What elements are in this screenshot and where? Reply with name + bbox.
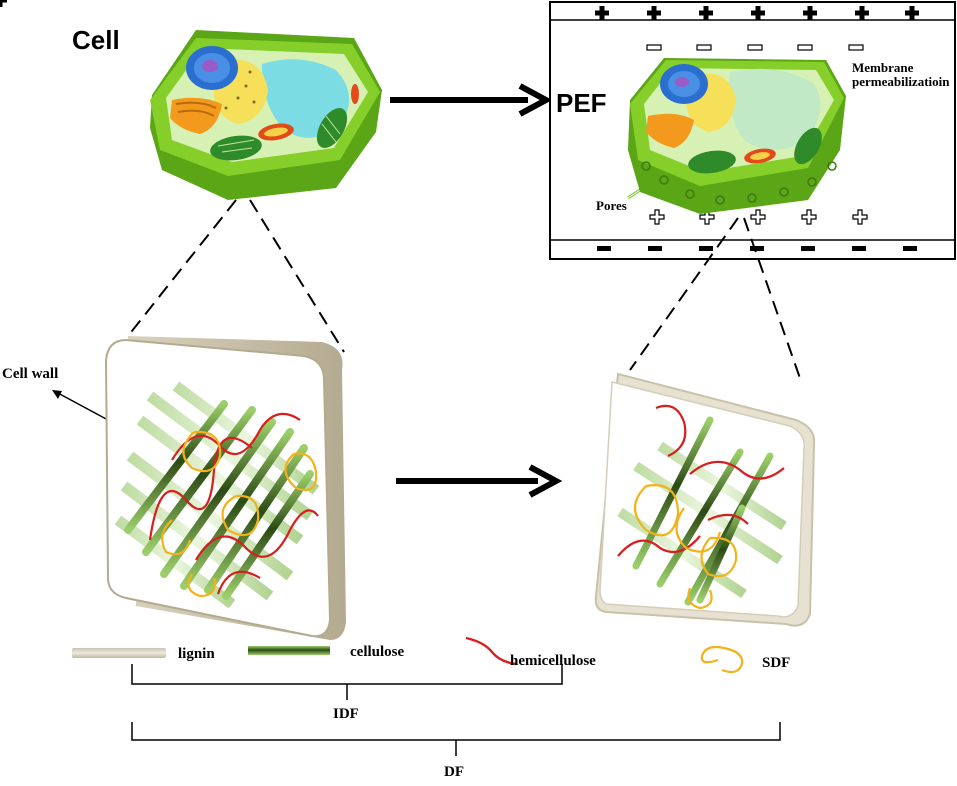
cell-wall-label: Cell wall (2, 366, 58, 382)
legend: lignin cellulose hemicellulose SDF (72, 636, 790, 674)
plant-cell-left (150, 30, 382, 200)
brace-df-label: DF (444, 764, 464, 780)
pores-label: Pores (596, 198, 627, 213)
brace-df (131, 722, 781, 756)
cell-wall-pointer (52, 390, 109, 421)
hemicellulose-disrupted (617, 404, 785, 557)
brace-idf-label: IDF (333, 706, 359, 722)
cell-wall-disrupted (594, 372, 816, 627)
cellulose-rods-intact (124, 400, 314, 600)
sdf-disrupted (633, 484, 738, 610)
legend-hemicellulose-label: hemicellulose (510, 653, 596, 669)
legend-sdf: SDF (700, 645, 790, 674)
membrane-label-line1: Membrane (852, 60, 914, 75)
arrow-right-icon (396, 464, 563, 498)
minus-icon-row-bottom (597, 246, 917, 251)
pef-chamber: PEF Membrane permeabilizatioin Pores (0, 0, 956, 260)
plant-cell-permeabilized (628, 58, 846, 214)
legend-hemicellulose: hemicellulose (465, 636, 596, 669)
legend-sdf-label: SDF (762, 655, 790, 671)
legend-lignin-label: lignin (178, 646, 215, 662)
sdf-intact (161, 430, 318, 598)
minus-icon-row-upper (646, 44, 864, 51)
cell-label: Cell (72, 25, 120, 55)
legend-cellulose-label: cellulose (350, 644, 404, 660)
brace-idf (131, 664, 563, 700)
arrow-right-icon (390, 83, 553, 117)
legend-cellulose: cellulose (248, 644, 404, 660)
zoom-lines (127, 199, 803, 385)
cell-wall-intact (104, 336, 346, 640)
pef-label: PEF (556, 88, 607, 118)
plus-icon-row-lower (649, 209, 868, 225)
hemicellulose-intact (148, 412, 319, 595)
membrane-label-line2: permeabilizatioin (852, 74, 950, 89)
plus-icon-row-top (0, 0, 919, 20)
legend-lignin: lignin (72, 646, 215, 662)
